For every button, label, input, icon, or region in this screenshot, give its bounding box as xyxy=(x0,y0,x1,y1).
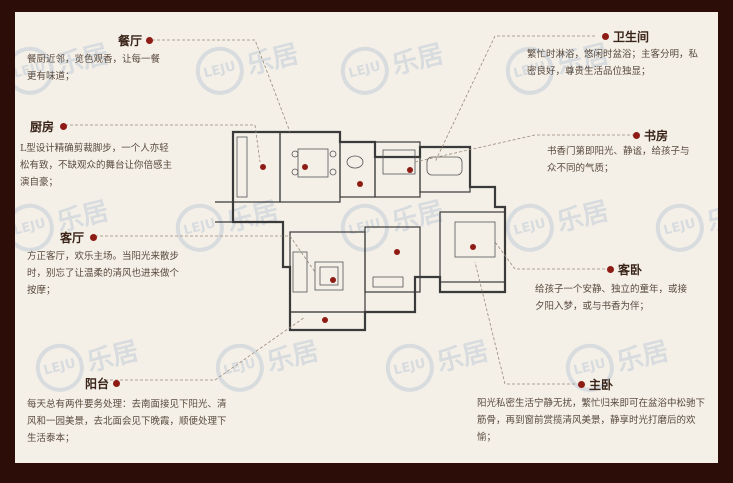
marker-dot xyxy=(146,37,153,44)
room-title-dining: 餐厅 xyxy=(118,34,143,48)
room-title-bathroom: 卫生间 xyxy=(613,30,650,44)
room-title-kitchen: 厨房 xyxy=(30,120,55,134)
room-desc-balcony: 每天总有两件要务处理：去南面接见下阳光、清风和一园美景，去北面会见下晚霞，顺便处… xyxy=(27,399,227,444)
room-title-living: 客厅 xyxy=(60,231,85,245)
marker-dot xyxy=(602,33,609,40)
floor-plan-drawing xyxy=(65,35,635,385)
room-desc-living: 方正客厅，欢乐主场。当阳光来散步时，别忘了让温柔的清风也进来做个按摩； xyxy=(27,251,180,296)
marker-dot xyxy=(90,234,97,241)
room-desc-dining: 餐厨近邻，览色观香，让每一餐更有味道； xyxy=(27,54,161,82)
marker-dot xyxy=(633,132,640,139)
room-desc-guest: 给孩子一个安静、独立的童年，或接夕阳入梦，或与书香为伴； xyxy=(535,284,688,312)
room-desc-study: 书香门第即阳光、静谧，给孩子与众不同的气质； xyxy=(547,146,690,174)
room-title-guest: 客卧 xyxy=(618,263,643,277)
marker-dot xyxy=(578,381,585,388)
room-desc-master: 阳光私密生活宁静无扰，繁忙归来即可在盆浴中松驰下筋骨，再到窗前赏揽清风美景，静享… xyxy=(477,398,706,443)
marker-dot xyxy=(607,266,614,273)
marker-dot xyxy=(60,123,67,130)
room-title-study: 书房 xyxy=(644,129,669,143)
room-desc-bathroom: 繁忙时淋浴，悠闲时盆浴；主客分明，私密良好，尊贵生活品位独显； xyxy=(527,49,699,77)
room-title-master: 主卧 xyxy=(589,378,614,392)
marker-dot xyxy=(113,380,120,387)
room-desc-kitchen: L型设计精确剪裁脚步，一个人亦轻松有致，不缺观众的舞台让你倍感主演自豪； xyxy=(20,143,173,188)
room-title-balcony: 阳台 xyxy=(85,377,110,391)
